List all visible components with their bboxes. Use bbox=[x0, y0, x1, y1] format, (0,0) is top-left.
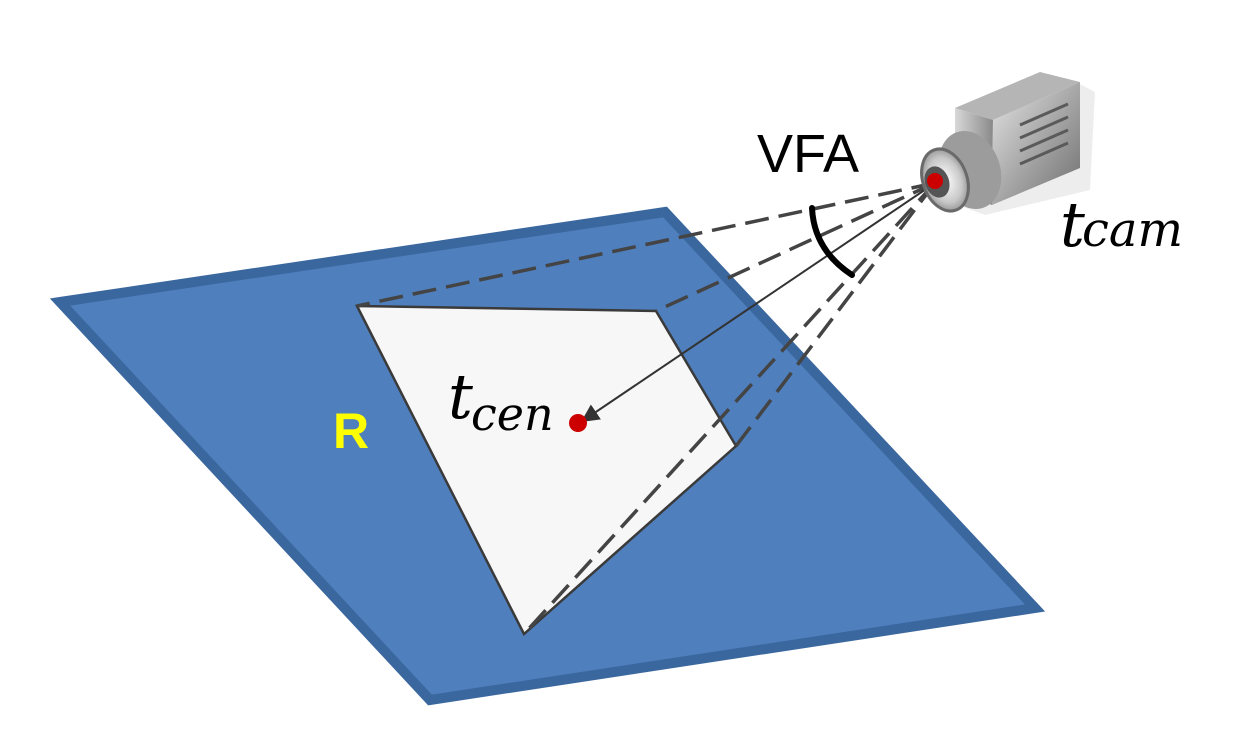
t-cen-symbol: t bbox=[448, 360, 473, 433]
view-frustum-lines bbox=[356, 181, 937, 636]
t-cen-label: t cen bbox=[448, 360, 554, 441]
t-cen-subscript: cen bbox=[471, 387, 554, 441]
optical-axis-arrow bbox=[581, 182, 936, 423]
camera-point bbox=[927, 173, 943, 189]
t-cam-label: t cam bbox=[1060, 188, 1183, 261]
vfa-arc bbox=[809, 205, 855, 278]
camera-icon bbox=[920, 72, 1095, 215]
t-cam-subscript: cam bbox=[1082, 202, 1183, 258]
region-label: R bbox=[333, 403, 369, 459]
t-cam-symbol: t bbox=[1060, 188, 1085, 261]
center-point bbox=[569, 414, 587, 432]
vfa-label: VFA bbox=[757, 124, 859, 184]
